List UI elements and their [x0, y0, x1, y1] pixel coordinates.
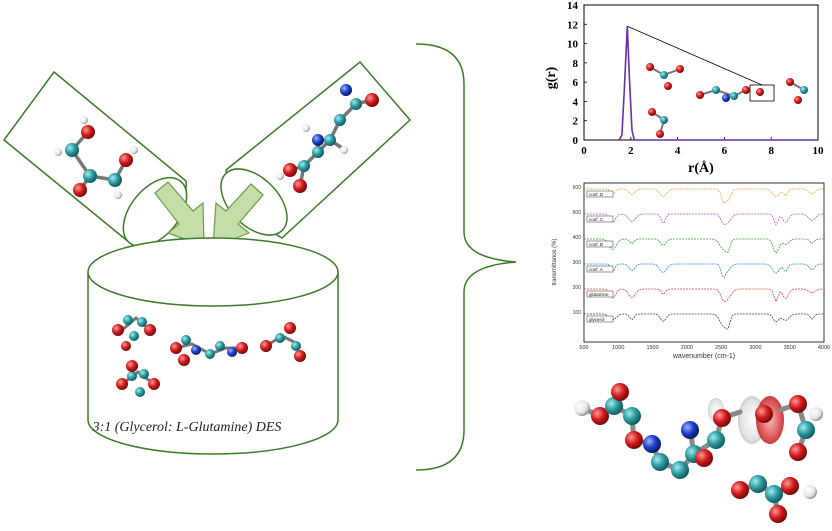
ir-ytick-label: 500 [573, 210, 582, 216]
ir-xtick-label: 2500 [715, 345, 727, 351]
glycerol-molecule-top [54, 116, 138, 199]
rdf-xtick-label: 6 [722, 145, 728, 157]
rdf-ytick-label: 6 [573, 77, 579, 89]
ir-ytick-label: 100 [573, 310, 582, 316]
rdf-series-line [618, 26, 818, 141]
ir-ytick-label: 300 [573, 260, 582, 266]
ir-ytick-label: 200 [573, 285, 582, 291]
ir-xtick-label: 1500 [646, 345, 658, 351]
ir-xtick-label: 500 [579, 345, 588, 351]
down-arrow-right [212, 183, 264, 248]
rdf-ytick-label: 4 [573, 96, 579, 108]
ir-legend-label: conf. D [589, 192, 604, 197]
curly-bracket [415, 43, 517, 471]
ir-series-line [584, 263, 824, 279]
ir-legend-label: conf. C [589, 217, 604, 222]
rdf-ytick-label: 14 [567, 0, 579, 12]
ir-xtick-label: 3000 [749, 345, 761, 351]
rdf-zoom-line [627, 25, 763, 86]
ir-xtick-label: 1000 [612, 345, 624, 351]
down-arrow-left [154, 181, 205, 247]
ir-legend-box [586, 265, 614, 273]
ir-legend-box [586, 215, 614, 223]
ir-plot-area [583, 182, 825, 343]
ir-legend-box [586, 240, 614, 248]
ir-xtick-label: 4000 [818, 345, 830, 351]
rdf-xtick-label: 0 [581, 145, 587, 157]
ir-xtick-label: 2000 [681, 345, 693, 351]
ir-series-line [584, 213, 825, 226]
ir-ytick-label: 400 [573, 235, 582, 241]
rdf-ytick-label: 0 [573, 135, 579, 147]
rdf-xtick-label: 4 [675, 145, 681, 157]
ir-legend-box [586, 290, 614, 298]
ir-series-line [584, 238, 824, 254]
ir-xtick-label: 3500 [784, 345, 796, 351]
ir-legend-label: glycerol [589, 317, 605, 322]
des-label: 3:1 (Glycerol: L-Glutamine) DES [92, 420, 282, 435]
orbital-molecule [574, 383, 823, 523]
ir-ytick-label: 600 [573, 185, 582, 191]
rdf-xtick-label: 8 [768, 145, 774, 157]
ir-chart: 500 1000 1500 2000 2500 3000 3500 4000 100 200 300… [552, 182, 830, 360]
ir-ylabel: transmittance (%) [552, 238, 558, 285]
ir-legend-label: conf. B [589, 242, 603, 247]
rdf-plot-area [583, 4, 819, 141]
rdf-zoom-box [749, 84, 775, 102]
ir-legend-label: conf. A [589, 267, 603, 272]
ir-legend-label: glutamine [589, 292, 609, 297]
rdf-ytick-label: 10 [567, 39, 579, 51]
glutamine-molecule-top [276, 84, 379, 193]
rdf-xlabel: r(Å) [688, 160, 714, 176]
rdf-ylabel: g(r) [544, 66, 559, 89]
ir-series-line [584, 188, 824, 204]
glycerol-cylinder [2, 70, 188, 248]
rdf-chart: 0 2 4 6 8 10 0 2 4 6 8 10 12 14 g(r) r(Å) [544, 0, 824, 176]
ir-series-line [584, 288, 824, 303]
ir-legend-box [586, 190, 614, 198]
des-container [87, 237, 339, 455]
ir-xlabel: wavenumber (cm-1) [672, 353, 735, 360]
rdf-xtick-label: 2 [628, 145, 634, 157]
rdf-ytick-label: 12 [567, 19, 579, 31]
rdf-xtick-label: 10 [813, 145, 825, 157]
des-molecules [112, 315, 306, 397]
ir-legend-box [586, 315, 614, 323]
rdf-ytick-label: 2 [573, 116, 579, 128]
ir-series-line [584, 313, 824, 330]
rdf-ytick-label: 8 [573, 58, 579, 70]
